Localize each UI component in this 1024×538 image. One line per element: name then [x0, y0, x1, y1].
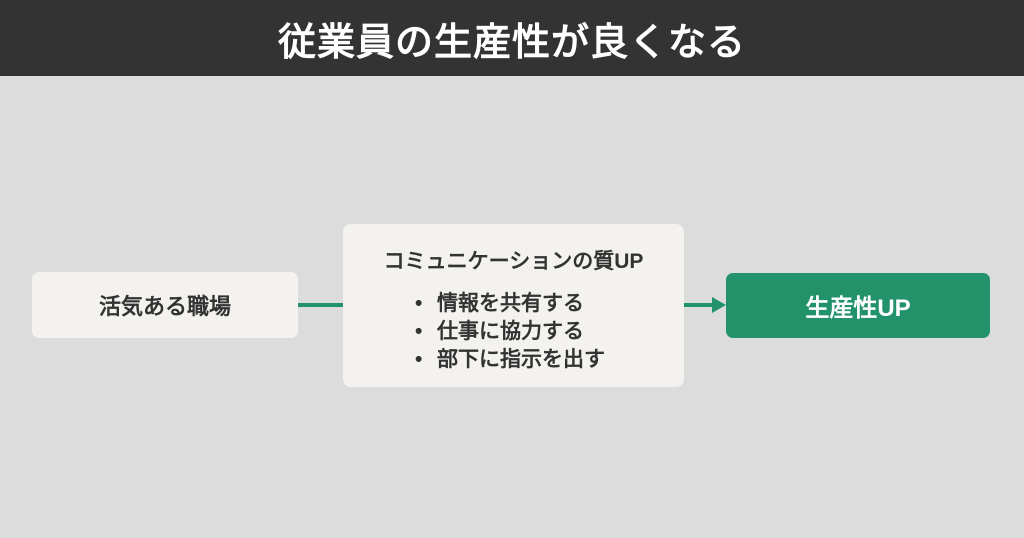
communication-bullet-list: • 情報を共有する • 仕事に協力する • 部下に指示を出す	[343, 290, 684, 374]
list-item: • 部下に指示を出す	[415, 346, 684, 374]
bullet-text: 部下に指示を出す	[437, 348, 605, 371]
bullet-dot-icon: •	[415, 292, 423, 315]
node-communication: コミュニケーションの質UP • 情報を共有する • 仕事に協力する • 部下に指…	[343, 224, 684, 387]
page-title: 従業員の生産性が良くなる	[277, 21, 746, 64]
list-item: • 情報を共有する	[415, 290, 684, 318]
connector-workplace-to-communication	[298, 303, 343, 307]
node-productivity: 生産性UP	[726, 273, 990, 338]
header-band: 従業員の生産性が良くなる	[0, 0, 1024, 76]
connector-communication-to-productivity	[684, 303, 713, 307]
arrow-right-icon	[712, 297, 726, 313]
node-communication-title: コミュニケーションの質UP	[383, 250, 644, 273]
bullet-text: 情報を共有する	[437, 292, 584, 315]
node-workplace-label: 活気ある職場	[98, 294, 231, 319]
list-item: • 仕事に協力する	[415, 318, 684, 346]
bullet-dot-icon: •	[415, 320, 423, 343]
node-workplace: 活気ある職場	[32, 272, 298, 338]
bullet-dot-icon: •	[415, 348, 423, 371]
bullet-text: 仕事に協力する	[437, 320, 584, 343]
node-productivity-label: 生産性UP	[805, 295, 911, 322]
